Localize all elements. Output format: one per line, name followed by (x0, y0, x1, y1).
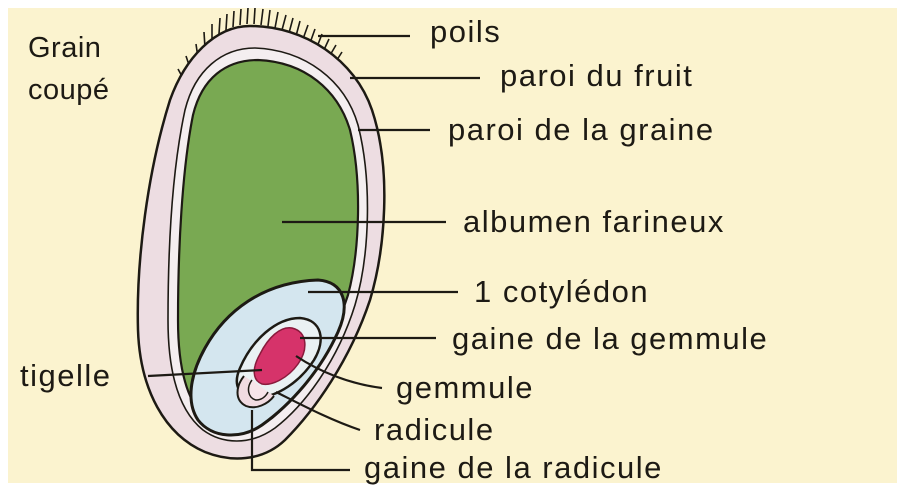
label-tigelle: tigelle (20, 360, 112, 391)
label-radicule: radicule (374, 414, 495, 445)
label-poils: poils (430, 16, 501, 47)
title-line-2: coupé (28, 72, 110, 108)
label-gemmule: gemmule (396, 372, 534, 403)
label-albumen-farineux: albumen farineux (463, 206, 725, 237)
label-cotyledon: 1 cotylédon (474, 276, 649, 307)
label-gaine-de-la-radicule: gaine de la radicule (364, 452, 663, 483)
label-paroi-de-la-graine: paroi de la graine (448, 114, 715, 145)
label-paroi-du-fruit: paroi du fruit (500, 60, 693, 91)
label-gaine-de-la-gemmule: gaine de la gemmule (452, 323, 768, 354)
title-line-1: Grain (28, 30, 101, 66)
